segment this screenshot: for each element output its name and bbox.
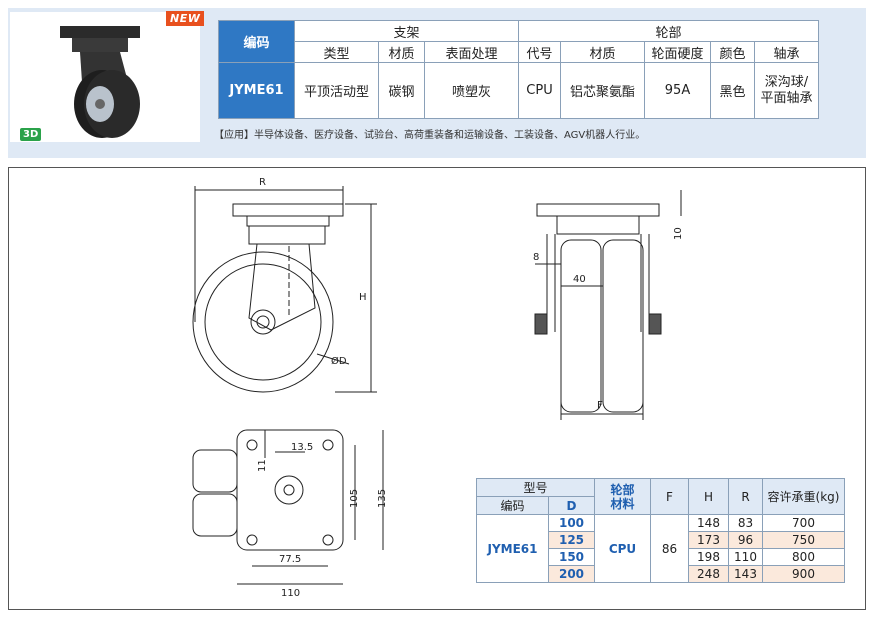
dim-label-10: 10 [673, 227, 684, 240]
dim-cell-h: 198 [688, 548, 729, 566]
dim-head-f: F [650, 478, 689, 515]
bearing-line-2: 平面轴承 [760, 90, 813, 106]
bearing-line-1: 深沟球/ [764, 74, 809, 90]
spec-cell: CPU [518, 62, 561, 119]
dim-cell-r: 110 [728, 548, 763, 566]
dim-label-110: 110 [281, 588, 300, 599]
dim-head-r: R [728, 478, 763, 515]
dim-label-8: 8 [533, 252, 539, 263]
spec-col-header: 颜色 [710, 41, 755, 63]
spec-cell-bearing: 深沟球/ 平面轴承 [754, 62, 819, 119]
dim-label-105: 105 [349, 489, 360, 508]
dim-label-r: R [259, 177, 266, 188]
dim-label-f: F [597, 400, 603, 411]
dim-head-h: H [688, 478, 729, 515]
dim-cell-load: 700 [762, 514, 845, 532]
wheel-material-line-2: 材料 [610, 496, 635, 511]
3d-model-badge[interactable]: 3D [20, 128, 42, 141]
dim-cell-d: 200 [548, 565, 595, 583]
spec-cell: 黑色 [710, 62, 755, 119]
spec-table: 编码 支架 轮部 类型 材质 表面处理 代号 材质 轮面硬度 颜色 轴承 JYM… [218, 20, 819, 119]
spec-cell: 平顶活动型 [294, 62, 379, 119]
dim-label-40: 40 [573, 274, 586, 285]
spec-cell: 铝芯聚氨酯 [560, 62, 645, 119]
dim-cell-d: 100 [548, 514, 595, 532]
spec-cell: 碳钢 [378, 62, 425, 119]
top-view [192, 429, 384, 585]
technical-drawing: R H ØD 10 8 40 F [192, 177, 684, 599]
spec-col-header: 表面处理 [424, 41, 519, 63]
spec-col-header: 材质 [378, 41, 425, 63]
spec-col-header: 材质 [560, 41, 645, 63]
dim-head-model: 型号 [476, 478, 595, 497]
spec-col-header: 代号 [518, 41, 561, 63]
dim-cell-h: 148 [688, 514, 729, 532]
spec-col-header: 轴承 [754, 41, 819, 63]
dim-cell-d: 150 [548, 548, 595, 566]
wheel-material-line-1: 轮部 [610, 482, 635, 497]
dim-cell-load: 750 [762, 531, 845, 549]
dim-label-d: ØD [331, 355, 347, 367]
dim-cell-h: 248 [688, 565, 729, 583]
dim-cell-r: 96 [728, 531, 763, 549]
dim-label-13-5: 13.5 [291, 442, 313, 453]
application-note: 【应用】半导体设备、医疗设备、试验台、高荷重装备和运输设备、工装设备、AGV机器… [214, 130, 646, 141]
spec-col-header: 轮面硬度 [644, 41, 711, 63]
product-photo [10, 12, 200, 142]
dim-cell-h: 173 [688, 531, 729, 549]
spec-code-value: JYME61 [218, 62, 295, 119]
dim-label-135: 135 [377, 489, 388, 508]
dim-label-77-5: 77.5 [279, 554, 301, 565]
dimension-table: 型号 轮部 材料 F H R 容许承重(kg) 编码 D JYME61 100 … [476, 478, 845, 583]
dim-head-load: 容许承重(kg) [762, 478, 845, 515]
dim-material-value: CPU [594, 514, 651, 583]
spec-group-wheel: 轮部 [518, 20, 819, 42]
spec-cell: 95A [644, 62, 711, 119]
dim-label-h: H [359, 292, 367, 303]
dim-head-code: 编码 [476, 496, 549, 515]
dim-head-wheel-material: 轮部 材料 [594, 478, 651, 515]
spec-code-header: 编码 [218, 20, 295, 63]
spec-cell: 喷塑灰 [424, 62, 519, 119]
dim-label-11: 11 [257, 459, 268, 472]
dim-cell-r: 83 [728, 514, 763, 532]
front-view [534, 190, 682, 420]
spec-col-header: 类型 [294, 41, 379, 63]
side-view [192, 186, 377, 393]
dim-cell-load: 800 [762, 548, 845, 566]
dim-cell-load: 900 [762, 565, 845, 583]
caster-photo-image [60, 26, 140, 138]
dim-head-d: D [548, 496, 595, 515]
new-badge: NEW [166, 11, 205, 26]
spec-group-bracket: 支架 [294, 20, 519, 42]
dim-f-value: 86 [650, 514, 689, 583]
dim-cell-r: 143 [728, 565, 763, 583]
dim-code-value: JYME61 [476, 514, 549, 583]
dim-cell-d: 125 [548, 531, 595, 549]
